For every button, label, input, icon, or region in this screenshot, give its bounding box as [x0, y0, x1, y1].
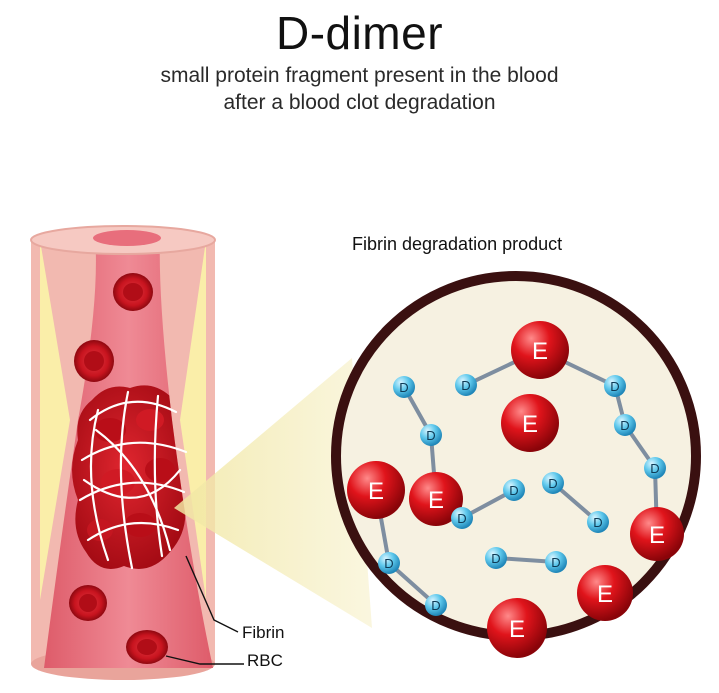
- e-domain: E: [347, 461, 405, 519]
- fibrin-leader-line: [185, 555, 239, 633]
- red-blood-cells: [69, 273, 168, 664]
- subtitle-line-1: small protein fragment present in the bl…: [160, 64, 559, 87]
- magnification-cone: [174, 358, 372, 628]
- svg-text:D: D: [384, 556, 393, 571]
- svg-text:E: E: [368, 478, 384, 505]
- rbc-leader-line: [165, 655, 244, 665]
- svg-text:E: E: [532, 338, 548, 365]
- d-domain: D: [455, 374, 477, 396]
- d-domain: D: [485, 547, 507, 569]
- fibrin-mesh: [78, 390, 188, 570]
- svg-text:D: D: [610, 379, 619, 394]
- svg-text:D: D: [491, 551, 500, 566]
- magnified-circle: [331, 271, 701, 641]
- svg-text:D: D: [461, 378, 470, 393]
- svg-text:D: D: [593, 515, 602, 530]
- d-domains: D D D D D D D D D D D D D D: [378, 374, 666, 616]
- svg-text:D: D: [509, 483, 518, 498]
- e-domain: E: [630, 507, 684, 561]
- svg-text:D: D: [426, 428, 435, 443]
- d-domain: D: [378, 552, 400, 574]
- e-domain: E: [577, 565, 633, 621]
- svg-text:D: D: [650, 461, 659, 476]
- svg-text:D: D: [551, 555, 560, 570]
- svg-text:D: D: [399, 380, 408, 395]
- d-domain: D: [604, 375, 626, 397]
- d-domain: D: [587, 511, 609, 533]
- svg-text:D: D: [457, 511, 466, 526]
- d-domain: D: [614, 414, 636, 436]
- e-domain: E: [511, 321, 569, 379]
- e-domains: E E E E E E E: [347, 321, 684, 658]
- subtitle-line-2: after a blood clot degradation: [223, 91, 496, 114]
- d-domain: D: [545, 551, 567, 573]
- d-domain: D: [644, 457, 666, 479]
- svg-text:E: E: [649, 522, 665, 549]
- page-title: D-dimer: [275, 7, 444, 59]
- svg-text:D: D: [548, 476, 557, 491]
- d-domain: D: [425, 594, 447, 616]
- svg-text:E: E: [428, 487, 444, 514]
- e-domain: E: [487, 598, 547, 658]
- d-domain: D: [393, 376, 415, 398]
- d-domain: D: [420, 424, 442, 446]
- d-domain: D: [503, 479, 525, 501]
- svg-text:E: E: [597, 581, 613, 608]
- svg-text:E: E: [522, 411, 538, 438]
- d-domain: D: [542, 472, 564, 494]
- svg-text:E: E: [509, 616, 525, 643]
- d-domain: D: [451, 507, 473, 529]
- fibrin-degradation-product-heading: Fibrin degradation product: [352, 234, 563, 254]
- rbc-label: RBC: [247, 651, 283, 670]
- svg-text:D: D: [431, 598, 440, 613]
- e-domain: E: [501, 394, 559, 452]
- e-domain: E: [409, 472, 463, 526]
- fibrin-label: Fibrin: [242, 623, 285, 642]
- svg-text:D: D: [620, 418, 629, 433]
